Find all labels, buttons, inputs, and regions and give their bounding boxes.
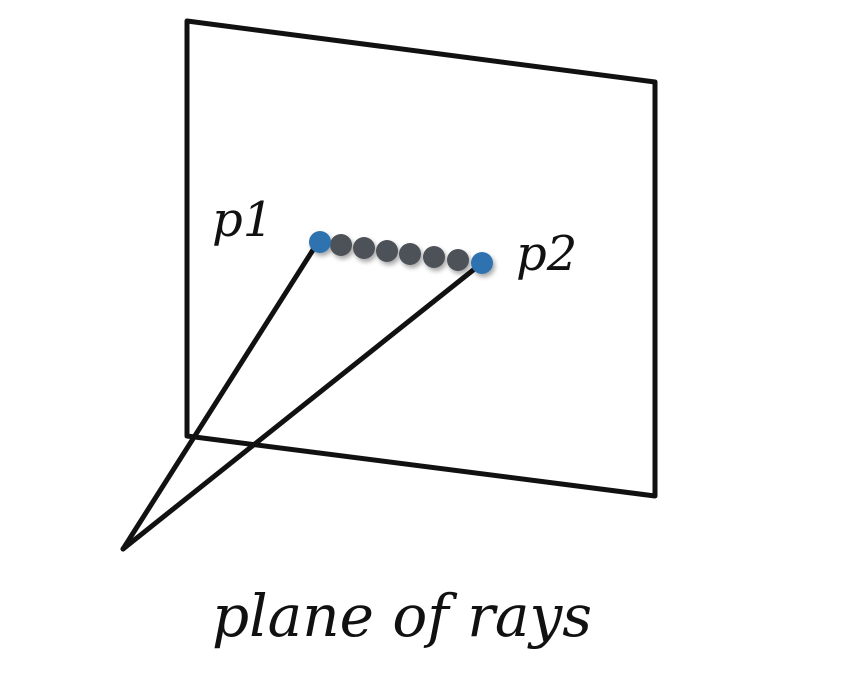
p2-label: p2 [516, 226, 577, 282]
image-plane [184, 18, 658, 499]
diagram-caption: plane of rays [212, 582, 592, 650]
endpoint-p2 [471, 252, 493, 274]
sample-points [309, 231, 493, 274]
ray-to-p1 [120, 239, 321, 552]
p1-label: p1 [212, 192, 273, 248]
sample-point [447, 249, 469, 271]
sample-point [423, 246, 445, 268]
sample-point [399, 243, 421, 265]
endpoint-p1 [309, 231, 331, 253]
sample-point [330, 234, 352, 256]
ray-to-p2 [120, 260, 485, 552]
sample-point [376, 240, 398, 262]
sample-point [353, 237, 375, 259]
